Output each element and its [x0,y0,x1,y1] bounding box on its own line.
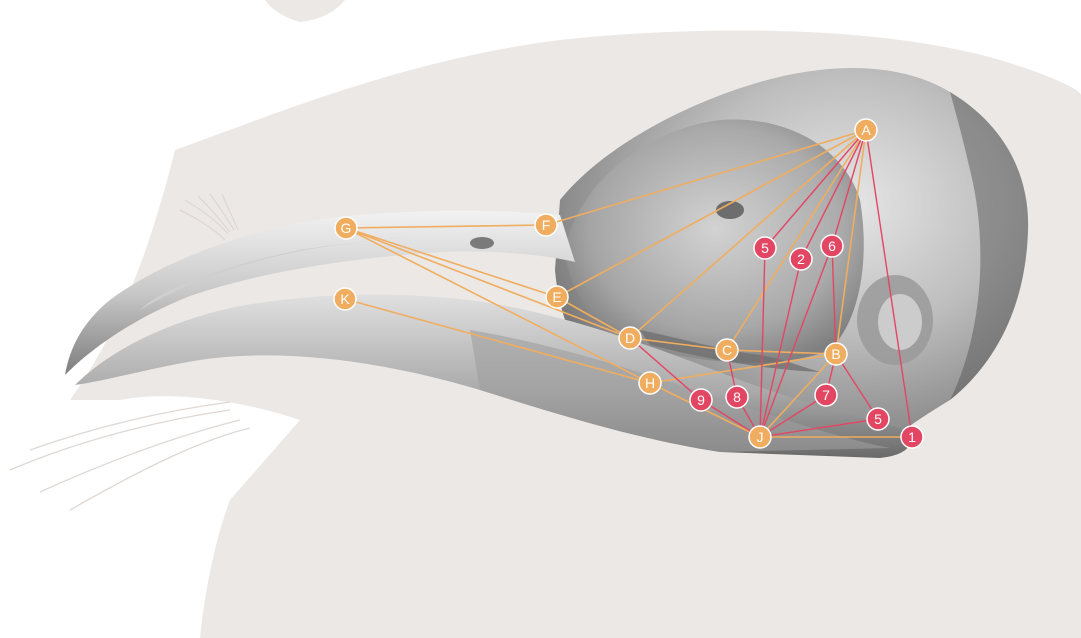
orange-marker-label: D [625,330,635,346]
red-landmark-r6: 6 [821,235,843,257]
orange-marker-label: F [542,217,551,233]
red-marker-label: 2 [797,251,805,267]
orange-marker-label: H [645,375,655,391]
orange-landmark-G: G [335,217,357,239]
orange-landmark-F: F [535,214,557,236]
orange-landmark-D: D [619,327,641,349]
red-marker-label: 6 [828,238,836,254]
red-landmark-r2: 2 [790,248,812,270]
red-marker-label: 5 [761,240,769,256]
red-marker-label: 5 [874,411,882,427]
orange-marker-label: B [831,346,840,362]
red-landmark-r7: 7 [815,384,837,406]
orange-landmark-E: E [546,286,568,308]
orange-landmark-J: J [749,426,771,448]
orange-landmark-B: B [825,343,847,365]
orange-marker-label: E [552,289,561,305]
orange-marker-label: J [757,429,764,445]
orange-landmark-H: H [639,372,661,394]
red-marker-label: 9 [697,392,705,408]
red-landmark-r1: 1 [901,426,923,448]
orange-marker-label: G [341,220,352,236]
orange-landmark-A: A [855,119,877,141]
orange-landmark-C: C [716,339,738,361]
red-landmark-r5b: 5 [867,408,889,430]
red-landmark-r5a: 5 [754,237,776,259]
red-marker-label: 8 [733,389,741,405]
orange-landmark-K: K [334,288,356,310]
red-landmark-r9: 9 [690,389,712,411]
red-marker-label: 1 [908,429,916,445]
red-landmark-r8: 8 [726,386,748,408]
red-marker-label: 7 [822,387,830,403]
orange-marker-label: K [340,291,350,307]
orange-marker-label: C [722,342,732,358]
orange-marker-label: A [861,122,871,138]
